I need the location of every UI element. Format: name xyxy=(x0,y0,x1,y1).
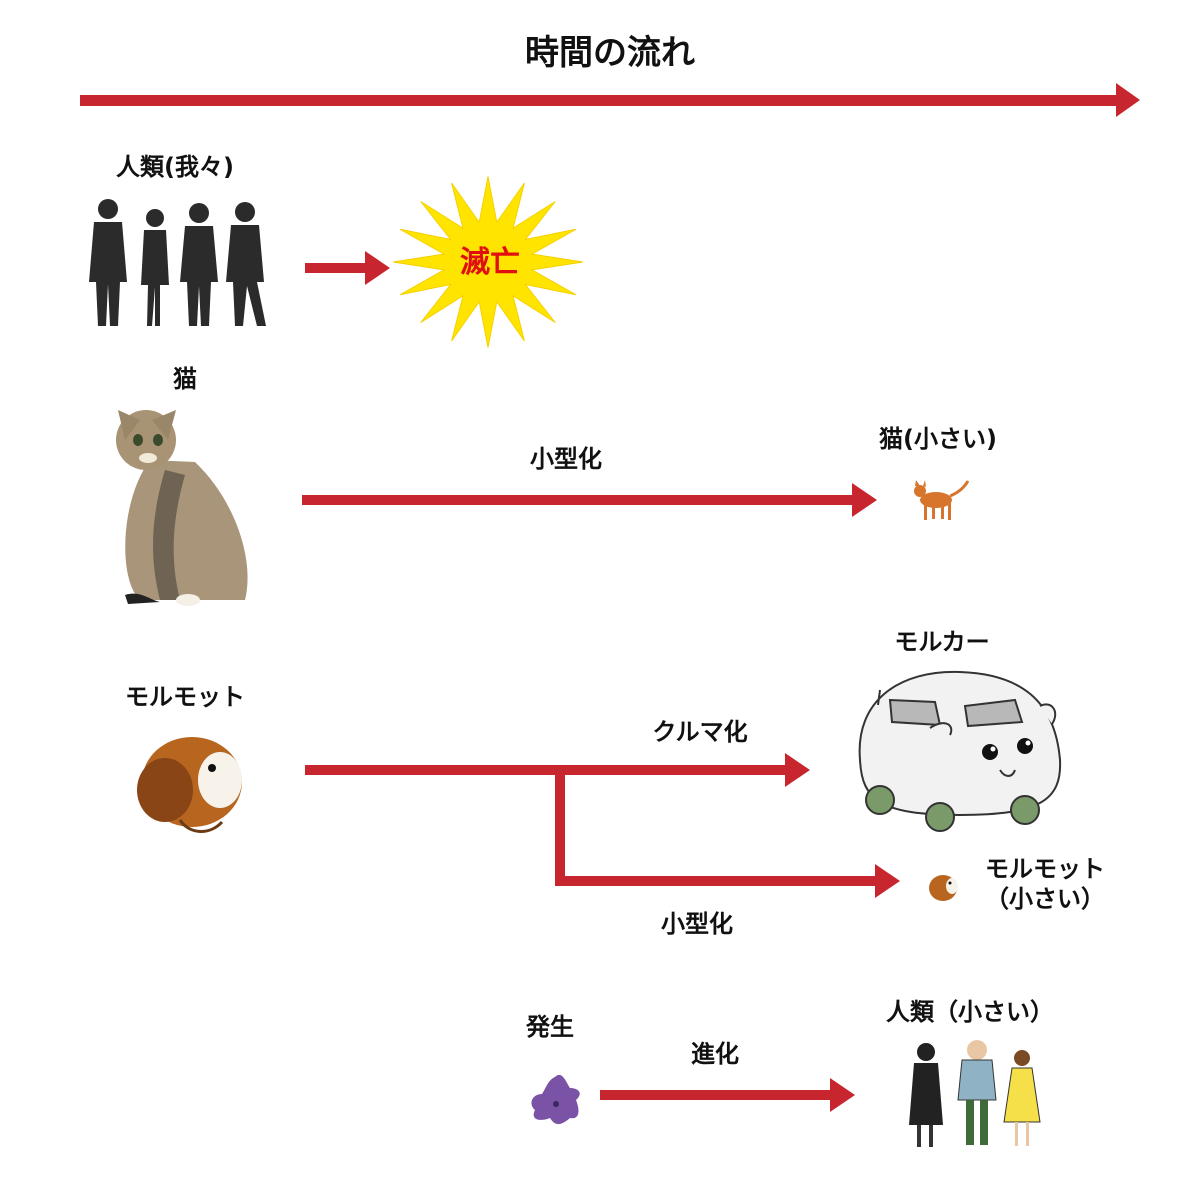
evolution-label: 進化 xyxy=(691,1040,739,1069)
small-guinea-pig-icon xyxy=(929,875,958,901)
small-guinea-pig-label-line1: モルモット xyxy=(985,855,1105,884)
origin-label: 発生 xyxy=(526,1013,574,1042)
man-silhouette-icon xyxy=(226,202,266,326)
small-cat-icon xyxy=(914,480,968,520)
people-silhouettes-icon xyxy=(89,199,266,326)
small-cat-label: 猫(小さい) xyxy=(879,425,997,454)
molcar-label: モルカー xyxy=(894,628,989,657)
small-transition-label: 小型化 xyxy=(661,910,733,939)
time-arrow xyxy=(80,83,1140,117)
amoeba-icon xyxy=(531,1075,579,1124)
amoeba-nucleus xyxy=(553,1101,559,1107)
molcar-icon xyxy=(860,672,1061,831)
person-blue-jacket-icon xyxy=(958,1040,996,1145)
extinction-arrow xyxy=(305,251,390,285)
woman-silhouette-icon xyxy=(141,209,169,326)
small-humans-label: 人類（小さい） xyxy=(886,998,1054,1027)
guinea-pig-label: モルモット xyxy=(125,683,245,712)
guinea-pig-branch-arrows xyxy=(305,753,900,898)
cat-shrink-arrow xyxy=(302,483,877,517)
extinction-label: 滅亡 xyxy=(460,245,520,281)
small-humans-icon xyxy=(909,1040,1040,1147)
guinea-pig-icon xyxy=(137,737,242,832)
person-yellow-dress-icon xyxy=(1004,1050,1040,1146)
cat-transition-label: 小型化 xyxy=(530,445,602,474)
small-guinea-pig-label-line2: （小さい） xyxy=(985,885,1105,914)
cat-icon xyxy=(116,410,248,606)
man-silhouette-icon xyxy=(89,199,127,326)
page-title: 時間の流れ xyxy=(525,33,695,74)
person-black-coat-icon xyxy=(909,1043,943,1147)
car-transition-label: クルマ化 xyxy=(652,718,747,747)
humans-label: 人類(我々) xyxy=(116,153,234,182)
man-silhouette-icon xyxy=(180,203,218,326)
cat-label: 猫 xyxy=(173,365,197,394)
evolution-arrow xyxy=(600,1078,855,1112)
